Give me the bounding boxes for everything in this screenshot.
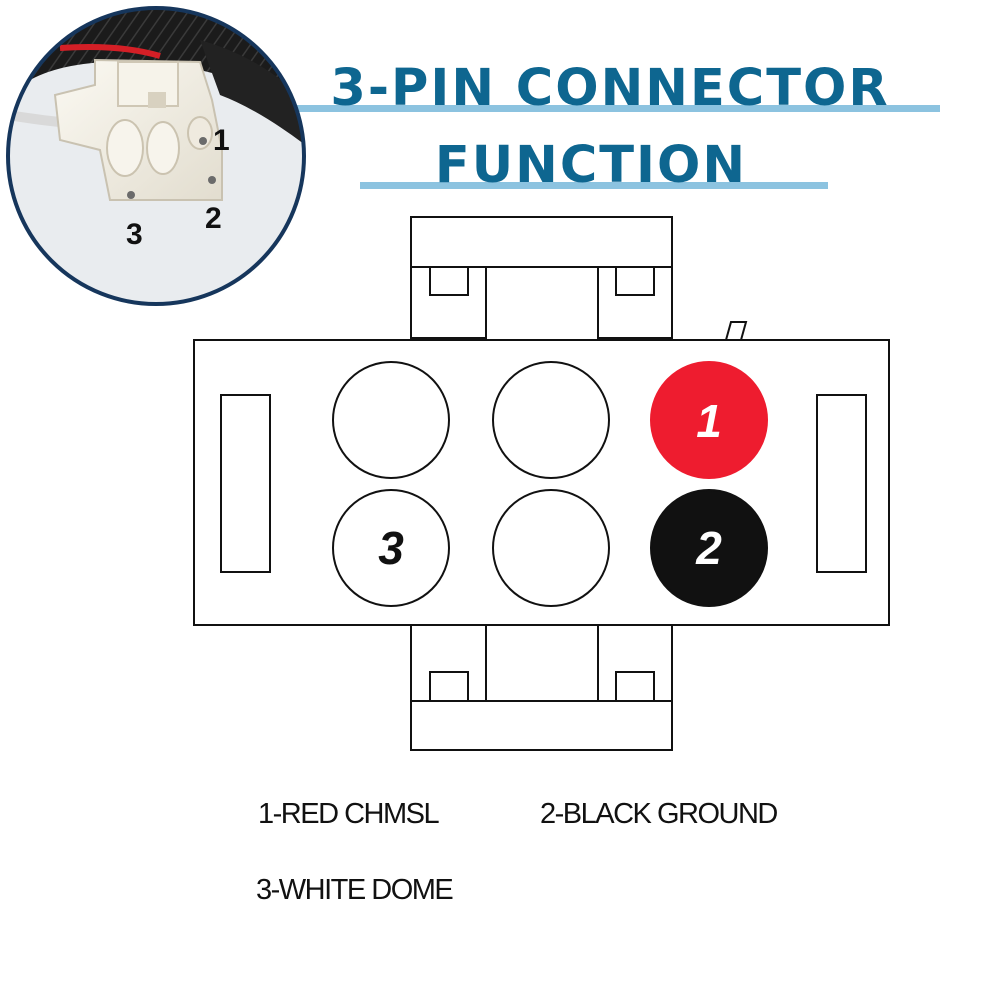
photo-label-2: 2 xyxy=(205,202,222,235)
title-underline-1 xyxy=(296,105,940,112)
connector-outline xyxy=(193,216,890,751)
pin-3-white xyxy=(332,489,450,607)
legend-pin-2: 2-BLACK GROUND xyxy=(540,798,778,830)
keying-flag xyxy=(724,321,748,341)
cavity-empty-top-left xyxy=(332,361,450,479)
cavity-empty-bottom-middle xyxy=(492,489,610,607)
bottom-latch xyxy=(410,700,673,751)
side-slot-left xyxy=(220,394,271,573)
photo-label-3: 3 xyxy=(126,218,143,251)
pin-1-label: 1 xyxy=(696,395,722,447)
connector-photo: 1 2 3 xyxy=(6,6,306,306)
pin-2-black xyxy=(650,489,768,607)
legend-pin-3: 3-WHITE DOME xyxy=(256,874,454,906)
side-slot-right xyxy=(816,394,867,573)
title-underline-2 xyxy=(360,182,828,189)
pin-2-label: 2 xyxy=(695,522,722,574)
legend-pin-1: 1-RED CHMSL xyxy=(258,798,440,830)
cavity-empty-top-middle xyxy=(492,361,610,479)
top-latch xyxy=(410,216,673,268)
title-line-1: 3-PIN CONNECTOR xyxy=(330,59,889,118)
pin-cavities xyxy=(332,361,768,607)
pin-1-red xyxy=(650,361,768,479)
photo-label-1: 1 xyxy=(213,124,230,157)
title-line-2: FUNCTION xyxy=(435,136,747,195)
pin-3-label: 3 xyxy=(378,522,404,574)
